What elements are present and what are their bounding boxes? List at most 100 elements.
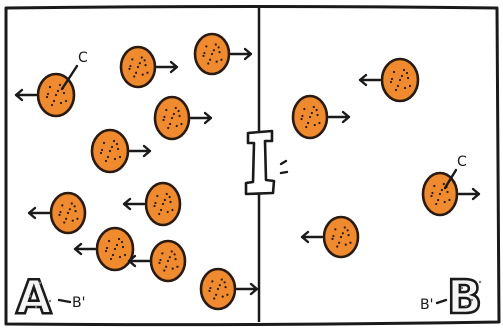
particle [291, 94, 351, 140]
particle-speck [402, 68, 406, 72]
particle [358, 57, 420, 103]
particle-speck [396, 84, 400, 88]
particle-speck [170, 250, 173, 253]
particle-speck [213, 297, 216, 300]
particle-speck [63, 221, 66, 224]
particle-speck [316, 113, 319, 117]
particle-speck [165, 108, 168, 112]
particle-speck [440, 188, 443, 192]
particle-speck [303, 107, 306, 111]
particle-speck [165, 192, 168, 196]
particle-label-a: C [60, 50, 88, 91]
particle-speck [443, 200, 446, 204]
particle-speck [305, 125, 308, 129]
particle-speck [310, 111, 313, 115]
particle-speck [176, 265, 179, 268]
particle-speck [107, 239, 111, 243]
particle-speck [108, 149, 112, 153]
container-outline [4, 5, 501, 327]
particle-speck [102, 141, 106, 145]
particle-speck [140, 56, 143, 59]
particle-speck [48, 85, 52, 89]
particle-speck [341, 232, 344, 235]
particle-speck [301, 114, 304, 118]
particle-speck [115, 142, 119, 146]
particle [27, 191, 87, 235]
particle-speck [141, 73, 144, 76]
particle-speck [346, 229, 349, 232]
particle-speck [115, 243, 119, 247]
particle-speck [156, 194, 159, 198]
motion-arrow-left [27, 206, 51, 220]
particle-speck [159, 258, 162, 262]
particle-speck [169, 200, 172, 204]
particle-speck [59, 101, 63, 105]
particle [199, 267, 259, 311]
particle-speck [435, 202, 438, 206]
particle-speck [50, 103, 54, 107]
motion-arrow-right [155, 60, 179, 74]
particle-speck [166, 259, 170, 263]
particle-speck [433, 184, 436, 188]
gate-tick-mark [279, 159, 288, 166]
particle-speck [118, 155, 122, 159]
particle [73, 226, 135, 272]
particle-speck [212, 49, 215, 52]
particle-speck [45, 95, 49, 99]
particle-speck [104, 159, 108, 163]
particle-speck [121, 245, 125, 249]
particle-speck [100, 148, 104, 152]
chamber-b-marker: B' [420, 297, 433, 313]
particle-speck [224, 285, 227, 289]
particle-speck [430, 194, 433, 198]
particle-speck [173, 253, 176, 256]
particle-speck [131, 58, 134, 61]
particle-speck [218, 50, 221, 54]
particle-speck [76, 217, 79, 220]
particle-speck [154, 201, 157, 205]
particle-speck [161, 202, 165, 206]
particle-speck [70, 202, 73, 205]
particle-speck [221, 295, 224, 298]
particle-speck [406, 76, 410, 80]
particle-speck [160, 208, 163, 212]
particle-speck [217, 46, 220, 49]
particle-speck [349, 241, 352, 244]
particle-speck [74, 209, 77, 213]
particle [14, 72, 76, 118]
particle-speck [308, 115, 312, 119]
particle-speck [209, 286, 212, 290]
particle-speck [144, 63, 147, 67]
particle-speck [307, 121, 310, 125]
motion-arrow-right [229, 47, 253, 61]
particle-speck [163, 198, 166, 202]
particle-speck [336, 245, 339, 248]
motion-arrow-right [327, 110, 351, 124]
motion-arrow-right [128, 144, 152, 158]
particle-speck [133, 75, 136, 78]
particle-speck [215, 293, 218, 296]
particle-speck [389, 80, 393, 84]
motion-arrow-left [122, 197, 146, 211]
particle-speck [171, 208, 174, 212]
particle-speck [162, 118, 165, 122]
particle [300, 215, 360, 259]
particle-speck [163, 269, 166, 272]
particle-speck [334, 228, 337, 231]
particle-speck [168, 256, 171, 259]
particle-speck [211, 280, 214, 283]
particle-speck [174, 106, 177, 110]
particle [122, 181, 182, 227]
particle-speck [390, 77, 394, 81]
particle-speck [116, 147, 120, 151]
particle-speck [405, 71, 409, 75]
particle-speck [180, 122, 183, 126]
particle-speck [438, 192, 442, 196]
particle-speck [110, 145, 114, 149]
motion-arrow-left [358, 73, 382, 87]
particle-speck [68, 208, 71, 211]
particle-speck [343, 226, 346, 229]
particle-speck [99, 151, 103, 155]
particle-speck [398, 78, 402, 82]
